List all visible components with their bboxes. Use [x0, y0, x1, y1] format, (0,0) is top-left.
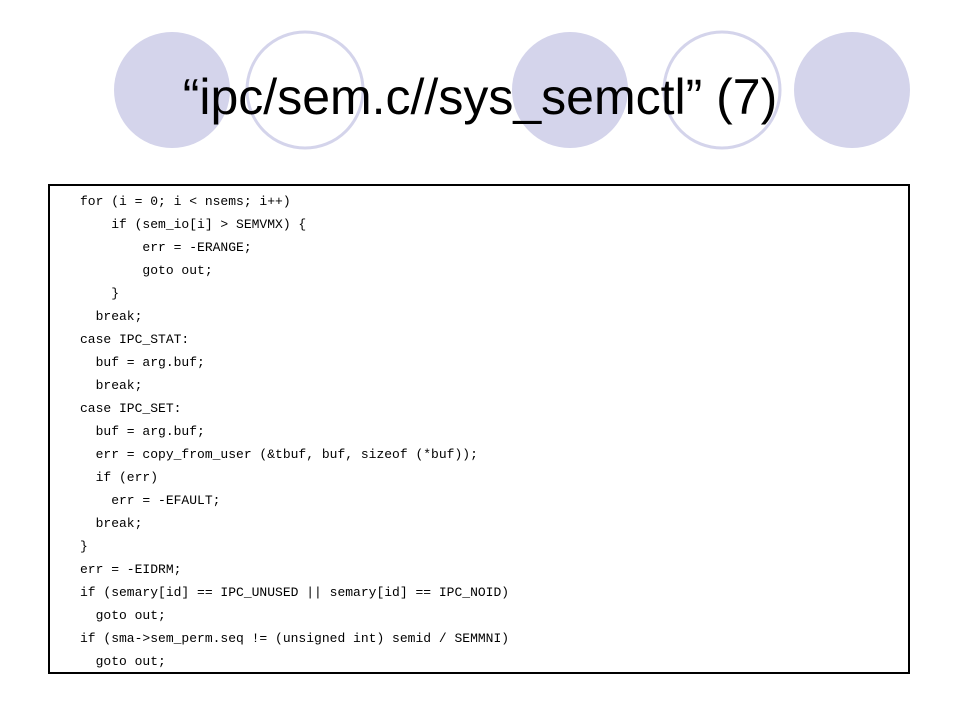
deco-circle-ring-2 — [662, 30, 782, 150]
code-line: goto out; — [80, 263, 213, 278]
code-line: goto out; — [80, 608, 166, 623]
code-line: goto out; — [80, 654, 166, 669]
deco-circle-ring-1 — [245, 30, 365, 150]
code-box: for (i = 0; i < nsems; i++) if (sem_io[i… — [48, 184, 910, 674]
code-line: if (semary[id] == IPC_UNUSED || semary[i… — [80, 585, 510, 600]
code-line: buf = arg.buf; — [80, 355, 205, 370]
code-line: break; — [80, 309, 143, 324]
code-line: err = -EFAULT; — [80, 493, 221, 508]
code-line: if (sem_io[i] > SEMVMX) { — [80, 217, 307, 232]
code-line: } — [80, 539, 88, 554]
deco-circle-filled-2 — [512, 32, 628, 148]
code-line: case IPC_SET: — [80, 401, 182, 416]
code-listing: for (i = 0; i < nsems; i++) if (sem_io[i… — [80, 190, 509, 673]
deco-circle-filled-1 — [114, 32, 230, 148]
code-line: case IPC_STAT: — [80, 332, 190, 347]
slide-title: “ipc/sem.c//sys_semctl” (7) — [182, 69, 778, 125]
code-line: } — [80, 286, 120, 301]
code-line: if (err) — [80, 470, 159, 485]
code-line: err = copy_from_user (&tbuf, buf, sizeof… — [80, 447, 478, 462]
code-line: buf = arg.buf; — [80, 424, 205, 439]
code-line: err = -EIDRM; — [80, 562, 182, 577]
code-line: break; — [80, 516, 143, 531]
decorative-circles — [114, 30, 910, 150]
code-line: err = -ERANGE; — [80, 240, 252, 255]
code-line: if (sma->sem_perm.seq != (unsigned int) … — [80, 631, 510, 646]
code-line: for (i = 0; i < nsems; i++) — [80, 194, 291, 209]
deco-circle-filled-3 — [794, 32, 910, 148]
code-line: break; — [80, 378, 143, 393]
